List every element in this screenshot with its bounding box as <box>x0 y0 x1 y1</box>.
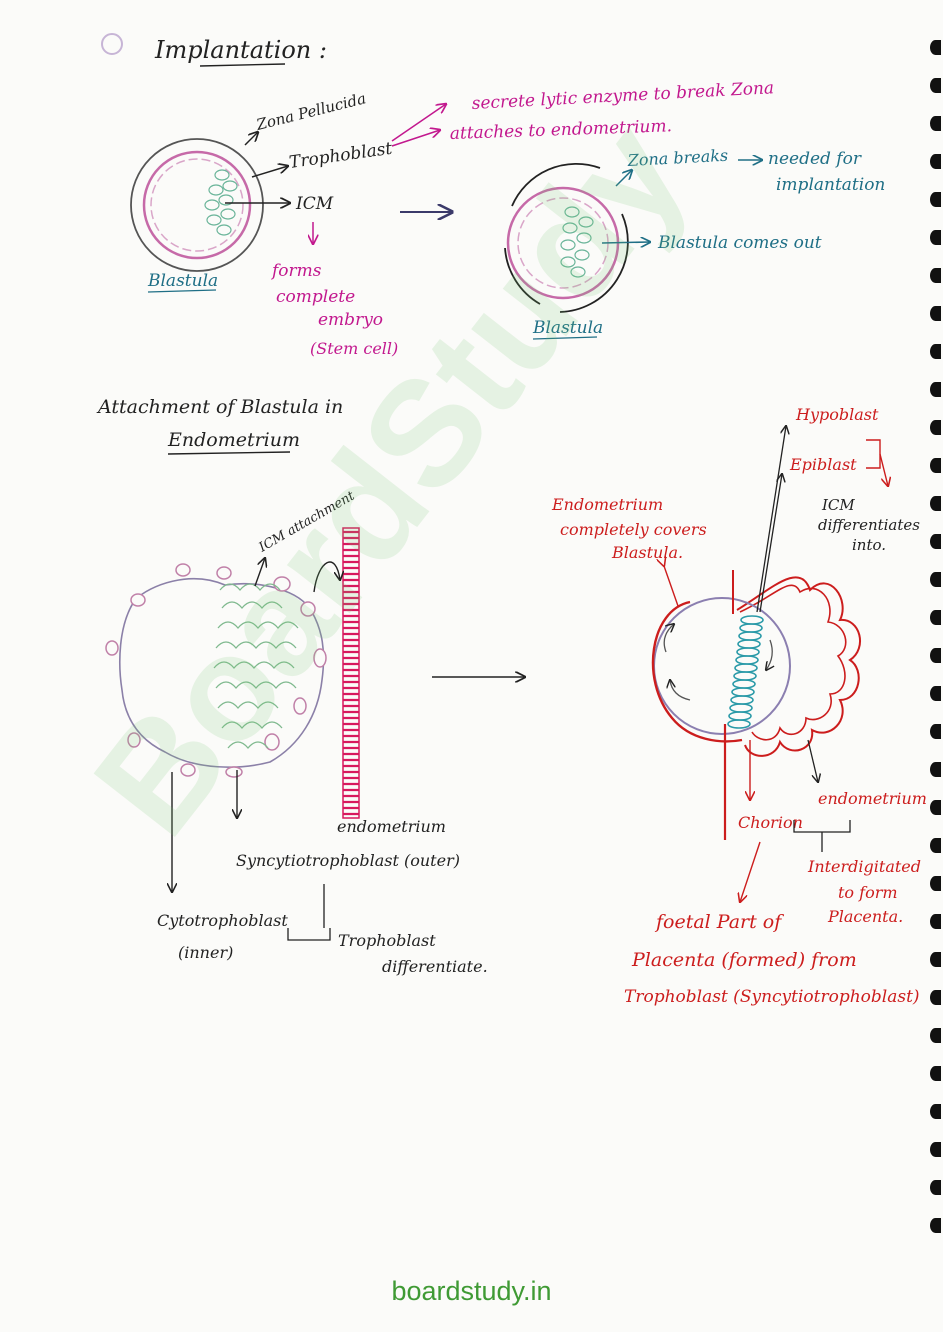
label-interdigitated: Interdigitated <box>807 857 921 876</box>
label-chorion: Chorion <box>738 813 803 832</box>
label-trophoblast-syncytio: Trophoblast (Syncytiotrophoblast) <box>624 987 920 1007</box>
section2-title-line2: Endometrium <box>167 429 300 451</box>
label-trophoblast: Trophoblast <box>288 139 394 173</box>
label-endometrium-left: endometrium <box>337 817 446 836</box>
blastula-right-diagram <box>504 162 629 313</box>
label-blastula-comes-out: Blastula comes out <box>657 233 822 253</box>
label-differentiate: differentiate. <box>382 957 488 976</box>
label-blastula-right: Blastula <box>532 318 603 338</box>
label-differentiates: differentiates <box>818 516 920 534</box>
number-badge <box>101 33 123 55</box>
blastula-left-diagram <box>130 138 264 272</box>
label-trophoblast-diff: Trophoblast <box>338 931 436 950</box>
label-inner: (inner) <box>178 943 233 962</box>
label-endometrium-covers-2: completely covers <box>560 520 707 539</box>
label-syncytiotrophoblast: Syncytiotrophoblast (outer) <box>236 851 460 870</box>
label-zona-pellucida: Zona Pellucida <box>254 89 368 134</box>
label-icm-diff: ICM <box>821 496 855 514</box>
label-placenta: Placenta. <box>827 907 903 926</box>
section2-title-line1: Attachment of Blastula in <box>96 396 343 418</box>
label-blastula-left: Blastula <box>147 271 218 291</box>
label-endometrium-right: endometrium <box>818 789 927 808</box>
label-attaches: attaches to endometrium. <box>449 116 672 144</box>
label-to-form: to form <box>838 883 898 902</box>
label-cytotrophoblast: Cytotrophoblast <box>157 911 288 930</box>
label-icm: ICM <box>295 194 334 214</box>
label-secrete-lytic: secrete lytic enzyme to break Zona <box>471 78 774 114</box>
label-endometrium-covers-1: Endometrium <box>551 495 663 514</box>
label-stem-cell: (Stem cell) <box>310 339 398 358</box>
attachment-right-diagram <box>651 570 861 840</box>
label-epiblast: Epiblast <box>789 455 857 474</box>
label-needed-for: needed for <box>768 149 862 169</box>
footer-site-link[interactable]: boardstudy.in <box>391 1276 552 1306</box>
label-foetal-part: foetal Part of <box>654 911 784 933</box>
binding-holes <box>929 40 943 1290</box>
label-hypoblast: Hypoblast <box>795 405 879 424</box>
label-placenta-formed: Placenta (formed) from <box>631 949 857 971</box>
label-complete: complete <box>276 287 355 307</box>
section1-title: Implantation : <box>154 36 327 64</box>
attachment-left-diagram <box>105 527 360 819</box>
label-endometrium-covers-3: Blastula. <box>611 543 683 562</box>
label-embryo: embryo <box>318 310 383 330</box>
label-forms: forms <box>270 261 322 281</box>
label-implantation: implantation <box>776 175 885 195</box>
label-zona-breaks: Zona breaks <box>626 146 728 170</box>
label-into: into. <box>852 536 886 554</box>
